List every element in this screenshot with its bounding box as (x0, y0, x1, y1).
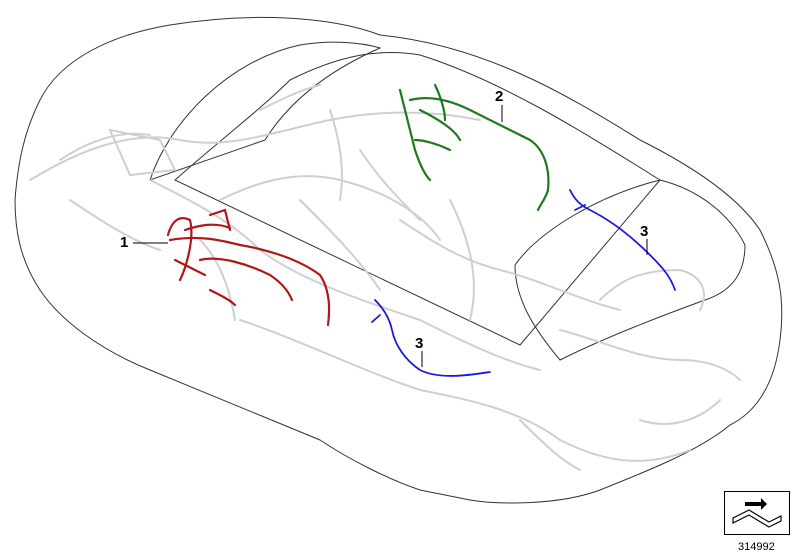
harness-1-red (166, 208, 331, 327)
diagram-nav-arrow-icon (724, 491, 790, 535)
callout-leaders (133, 105, 648, 367)
harness-2-green (398, 83, 550, 212)
background-wiring (29, 84, 741, 471)
harness-3-blue-rear (569, 189, 676, 291)
callout-1: 1 (120, 234, 129, 251)
callout-2: 2 (495, 88, 504, 105)
callout-3-rear: 3 (640, 223, 649, 240)
roof-glass-outline (174, 51, 661, 346)
car-body-outline (14, 16, 783, 504)
callout-3-side: 3 (415, 335, 424, 352)
windshield-outline (149, 41, 382, 181)
reference-number: 314992 (738, 541, 775, 553)
rear-window-outline (514, 179, 746, 361)
harness-3-blue-side (371, 299, 491, 377)
